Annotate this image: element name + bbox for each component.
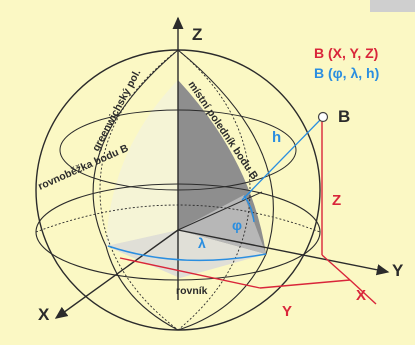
axis-y-label: Y [392,261,404,280]
cartesian-y-label: Y [282,303,292,320]
height-h-label: h [272,129,281,146]
cartesian-x-label: X [356,287,366,304]
radius-line [177,191,263,231]
latitude-arc [243,195,255,223]
cartesian-z-label: Z [332,192,341,209]
corner-tab [370,0,415,12]
height-h-line [241,117,323,201]
longitude-arc [107,245,267,262]
equator-label: rovník [176,285,208,297]
cartesian-x-line [349,279,377,305]
axis-z-label: Z [192,25,202,44]
cartesian-x-line-top [321,254,351,281]
point-b-label: B [338,107,350,126]
x-axis-line [54,229,179,319]
point-b-marker [317,111,329,123]
axis-x-label: X [38,305,50,324]
local-meridian-line [177,49,274,331]
latitude-sector [178,195,266,254]
equator-plane-fill [106,230,266,278]
cartesian-legend: B (X, Y, Z) [314,45,378,61]
y-axis-line [177,229,390,276]
greenwich-sector [106,80,178,246]
back-meridian-1 [177,49,251,331]
longitude-label: λ [198,235,206,251]
geodetic-legend: B (φ, λ, h) [314,65,379,81]
back-meridian-2 [99,49,179,331]
cartesian-y-line [259,279,351,289]
cartesian-projection-line [119,257,261,289]
latitude-label: φ [232,217,242,233]
